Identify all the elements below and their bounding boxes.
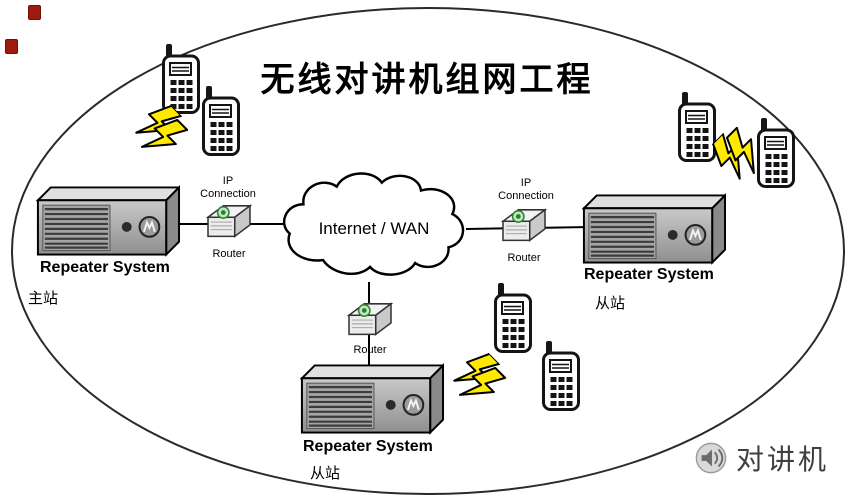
walkie-talkie-icon xyxy=(542,341,580,411)
station-role-label-bottom: 从站 xyxy=(310,465,341,482)
router-icon xyxy=(205,202,253,244)
repeater-system-label-right: Repeater System xyxy=(584,266,714,283)
brand-watermark: 对讲机 xyxy=(694,438,829,478)
repeater-system-label-bottom: Repeater System xyxy=(303,438,433,455)
repeater-rack-icon xyxy=(578,190,726,266)
station-role-label-left: 主站 xyxy=(28,290,59,307)
router-bottom xyxy=(346,300,394,342)
internet-cloud: Internet / WAN xyxy=(276,166,472,292)
speaker-logo-icon xyxy=(694,441,728,475)
red-seal-mark xyxy=(28,5,41,20)
repeater-rack-icon xyxy=(32,182,180,258)
station-role-label-right: 从站 xyxy=(595,295,626,312)
repeater-rack-icon xyxy=(296,360,444,436)
repeater-right xyxy=(578,190,726,266)
boundary-ellipse xyxy=(11,7,845,495)
ip-connection-label-right: IP Connection xyxy=(498,177,554,202)
walkie-talkie-icon xyxy=(202,86,240,156)
router-icon xyxy=(500,206,548,248)
router-right xyxy=(500,206,548,248)
router-left xyxy=(205,202,253,244)
page-title: 无线对讲机组网工程 xyxy=(260,61,594,99)
brand-watermark-text: 对讲机 xyxy=(736,444,830,475)
router-label-bottom: Router xyxy=(353,344,387,356)
repeater-system-label-left: Repeater System xyxy=(40,259,170,276)
ip-connection-label-left: IP Connection xyxy=(200,175,256,200)
walkie-talkie-icon xyxy=(494,283,532,353)
red-seal-mark xyxy=(5,39,18,54)
router-label-right: Router xyxy=(507,252,541,264)
internet-wan-label: Internet / WAN xyxy=(318,219,430,238)
cloud-shape xyxy=(283,172,465,276)
repeater-left xyxy=(32,182,180,258)
repeater-bottom xyxy=(296,360,444,436)
router-icon xyxy=(346,300,394,342)
router-label-left: Router xyxy=(212,248,246,260)
